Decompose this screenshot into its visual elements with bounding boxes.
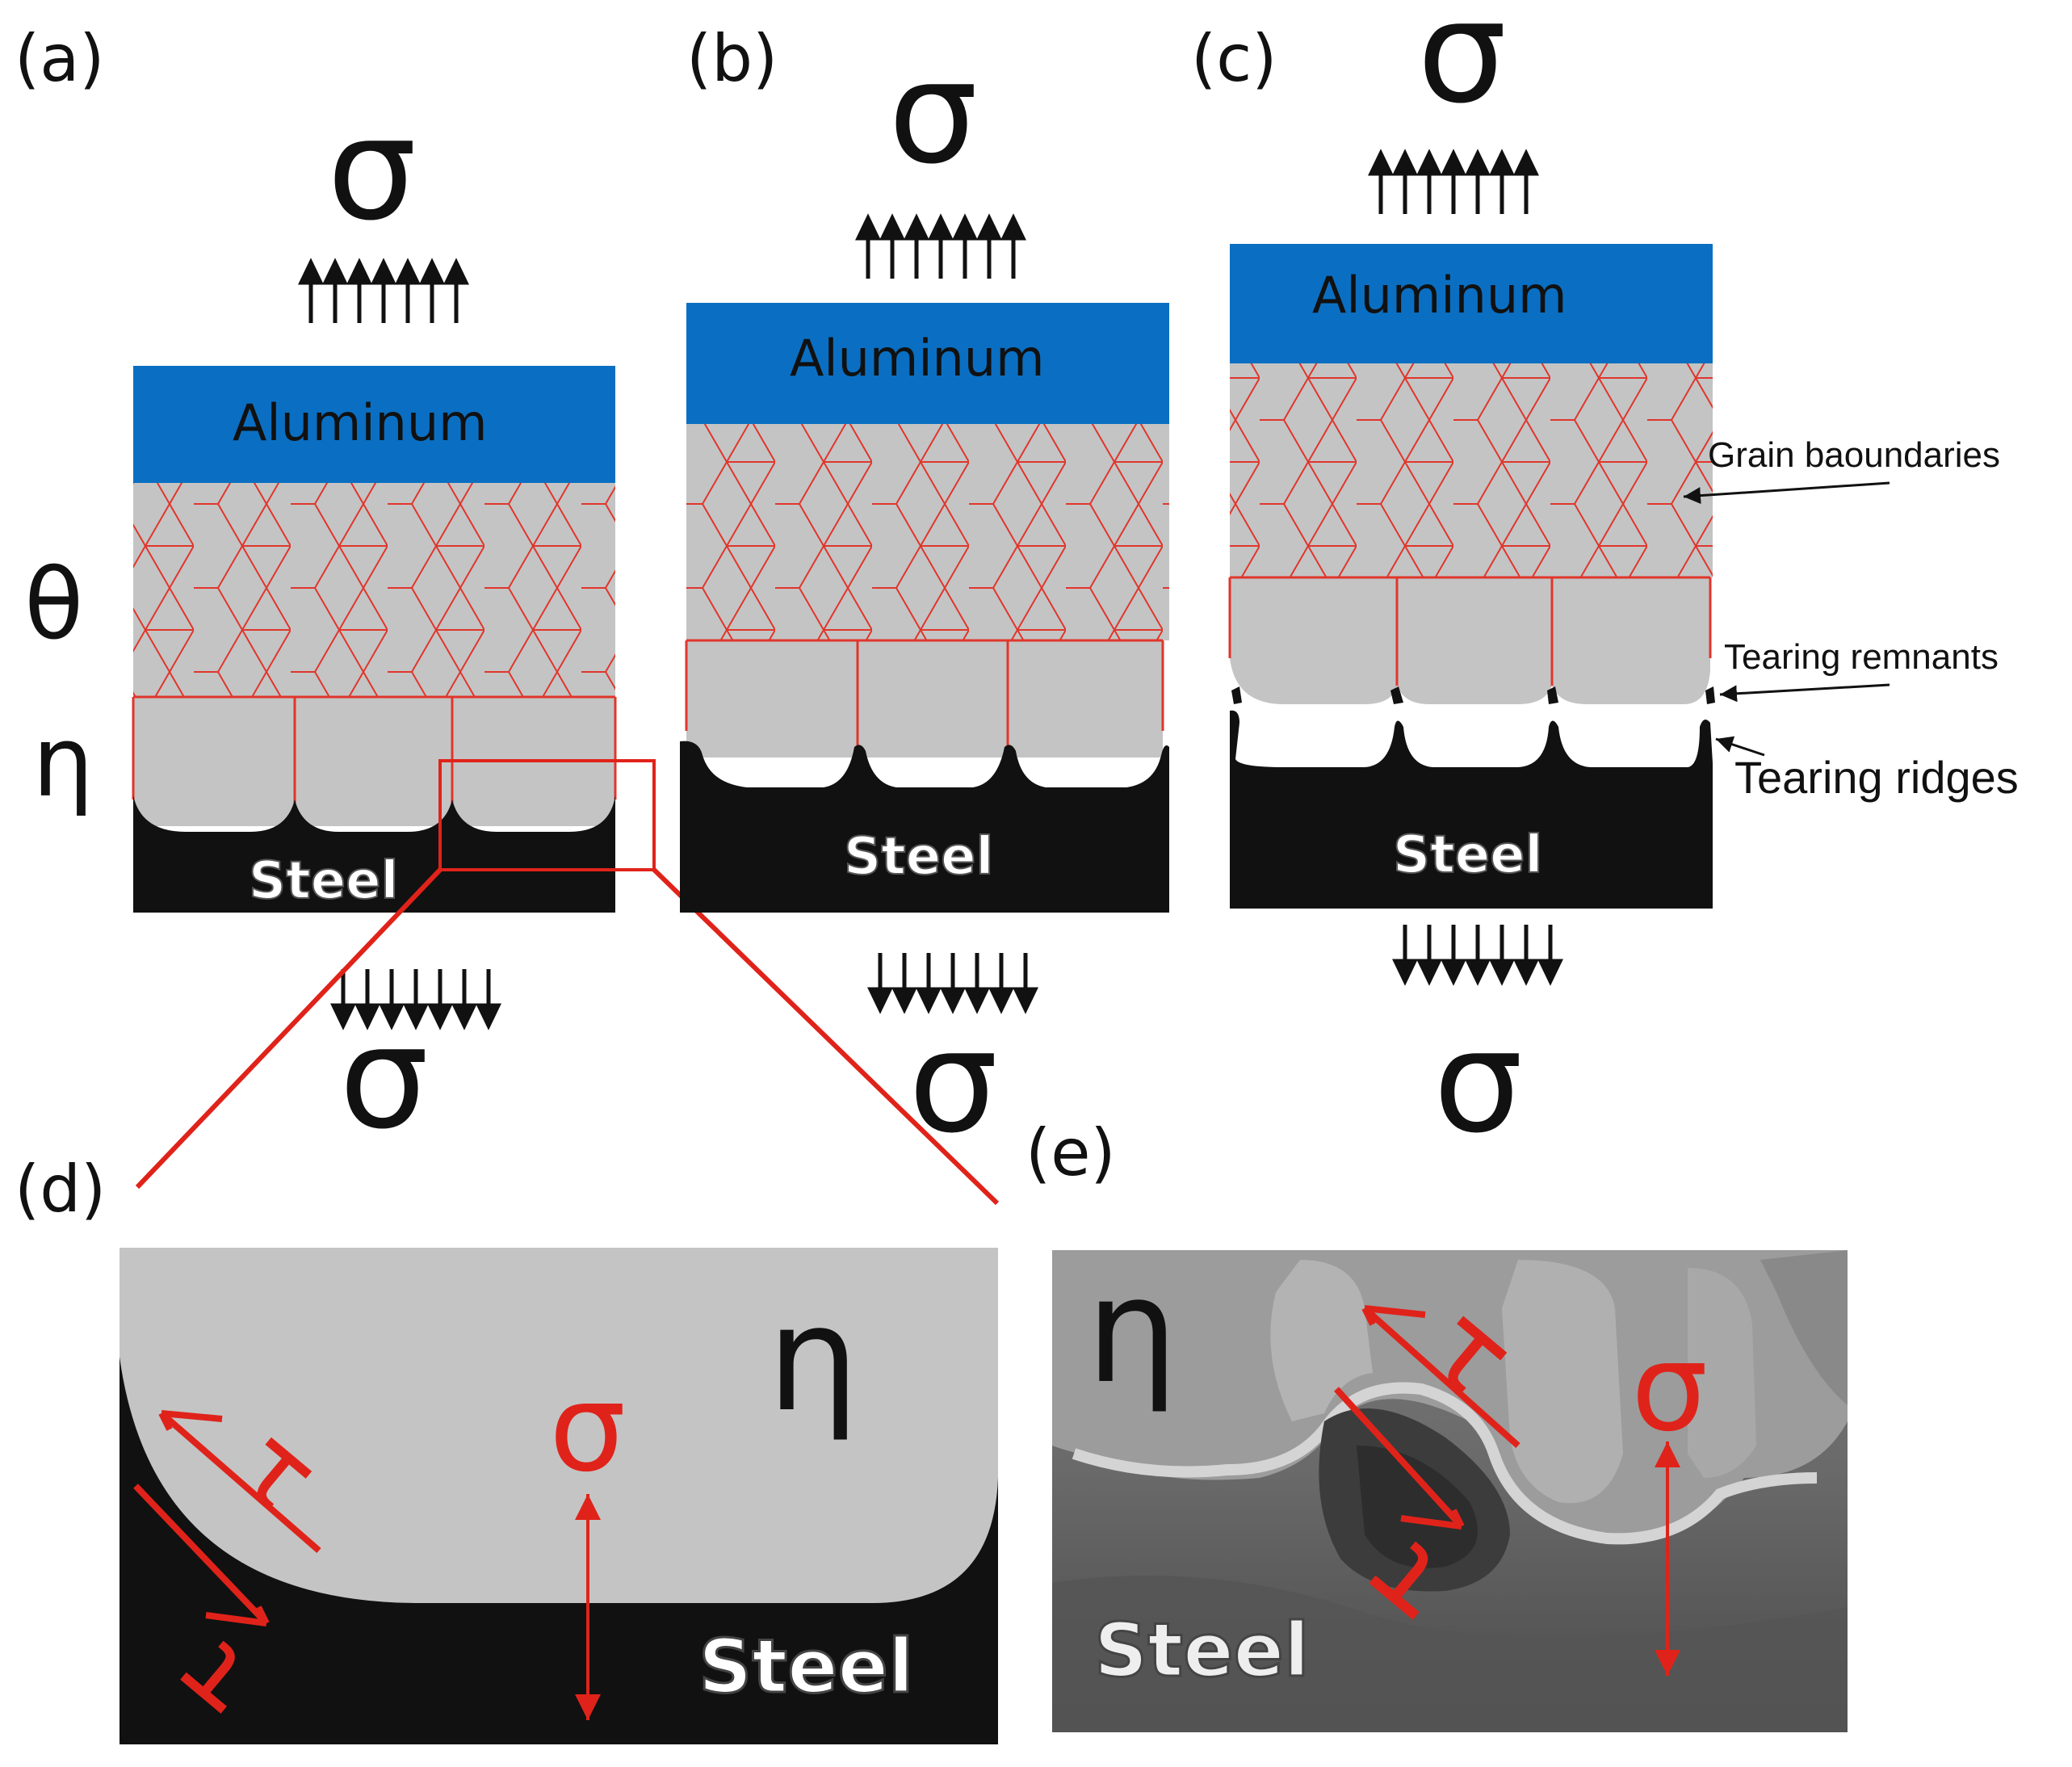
tensile-arrows-up-c [1368, 149, 1539, 214]
panel-label-b: (b) [686, 21, 778, 96]
shear-top-d [158, 1410, 321, 1554]
sigma-top-a: σ [327, 88, 417, 252]
panel-label-a: (a) [15, 21, 104, 96]
shear-bottom-e [1334, 1387, 1465, 1530]
sigma-red-d: σ [549, 1358, 626, 1499]
sem-micrograph-e [1052, 1250, 1848, 1732]
steel-label-a: Steel [249, 851, 398, 911]
aluminum-layer-b [686, 303, 1169, 424]
tearing-ridges-label: Tearing ridges [1734, 752, 2019, 803]
eta-grain-zoom-d [120, 1248, 998, 1603]
compressive-arrows-down-b [867, 953, 1038, 1014]
tensile-arrows-up-a [298, 258, 469, 323]
tensile-arrows-up-b [855, 213, 1026, 279]
compressive-arrows-down-c [1392, 925, 1563, 986]
aluminum-label-a: Aluminum [233, 393, 488, 452]
steel-substrate-c [1230, 710, 1713, 909]
sigma-bottom-c: σ [1433, 1001, 1523, 1165]
grain-boundaries-label: Grain baoundaries [1708, 435, 2000, 475]
sigma-bottom-a: σ [339, 997, 429, 1161]
zoom-box-a [438, 759, 656, 871]
aluminum-layer-a [133, 366, 615, 483]
eta-phase-c [1230, 577, 1710, 707]
zoom-line-left [135, 867, 443, 1190]
eta-phase-b [686, 640, 1163, 758]
tearing-gap-b [703, 755, 1161, 782]
eta-label-a: η [32, 707, 94, 819]
aluminum-label-b: Aluminum [790, 329, 1045, 388]
panel-d: (d) η Steel σ τ τ [15, 1152, 998, 1748]
tearing-ridges-arrow [1715, 736, 1765, 757]
theta-phase-b [686, 424, 1169, 640]
steel-substrate-a [133, 795, 615, 913]
steel-label-b: Steel [844, 827, 993, 887]
aluminum-label-c: Aluminum [1312, 266, 1567, 325]
panel-label-e: (e) [1026, 1115, 1116, 1190]
steel-label-c: Steel [1393, 825, 1542, 885]
theta-label: θ [24, 549, 83, 661]
grain-boundaries-arrow [1683, 481, 1890, 505]
eta-label-e: η [1086, 1247, 1178, 1416]
eta-label-d: η [767, 1275, 859, 1444]
sigma-top-c: σ [1417, 0, 1507, 135]
panel-b: (b) σ Aluminum Steel [680, 21, 1169, 1165]
steel-substrate-b [680, 741, 1169, 913]
shear-top-e [1361, 1305, 1520, 1448]
panel-c: (c) σ Aluminum Steel [1191, 0, 2019, 1165]
panel-e: (e) η Steel σ τ [1026, 1115, 1848, 1732]
eta-grain-boundaries-b [685, 639, 1164, 751]
steel-label-d: Steel [698, 1623, 914, 1710]
shear-bottom-d [133, 1484, 270, 1626]
panel-label-d: (d) [15, 1152, 106, 1227]
theta-phase-c [1230, 363, 1713, 577]
aluminum-layer-c [1230, 244, 1713, 363]
eta-grain-boundaries-c [1228, 576, 1712, 686]
zoom-line-right [652, 867, 1000, 1206]
tearing-remnants-arrow [1719, 683, 1890, 703]
compressive-arrows-down-a [330, 969, 501, 1030]
sigma-top-b: σ [888, 31, 978, 195]
panel-label-c: (c) [1191, 21, 1277, 96]
theta-phase-a [133, 483, 615, 697]
eta-bottom-curves-c [1230, 658, 1713, 711]
tearing-remnants-label: Tearing remnants [1724, 637, 1999, 677]
panel-a: (a) σ Aluminum Steel θ η [15, 21, 656, 1161]
sigma-red-e: σ [1631, 1318, 1708, 1459]
steel-label-e: Steel [1094, 1607, 1310, 1694]
sigma-bottom-b: σ [908, 1001, 998, 1165]
